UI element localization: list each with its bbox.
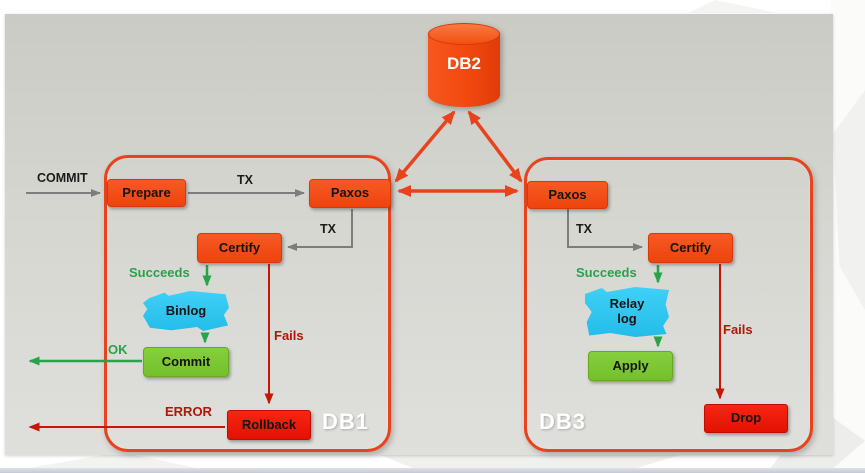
db1-group-box — [104, 155, 391, 452]
node-apply: Apply — [588, 351, 673, 381]
fails-label-db3: Fails — [723, 322, 753, 337]
commit-in-label: COMMIT — [37, 171, 88, 185]
db2-cylinder-top — [428, 23, 500, 45]
bottom-strip — [0, 468, 865, 473]
relay-log-label: Relay log — [585, 287, 669, 337]
node-paxos-db1: Paxos — [309, 179, 391, 208]
db3-group-box — [524, 157, 813, 452]
tx-label-certify-db3: TX — [576, 222, 592, 236]
ok-label: OK — [108, 342, 128, 357]
tx-label-certify-db1: TX — [320, 222, 336, 236]
node-certify-db3: Certify — [648, 233, 733, 263]
node-paxos-db3: Paxos — [527, 181, 608, 209]
background-facet — [688, 0, 778, 13]
background-facet — [833, 90, 865, 310]
background-facet — [831, 0, 865, 473]
binlog-label: Binlog — [143, 291, 229, 331]
db2-cylinder-body — [428, 34, 500, 107]
tx-label-prepare-paxos: TX — [237, 173, 253, 187]
fails-label-db1: Fails — [274, 328, 304, 343]
node-commit: Commit — [143, 347, 229, 377]
succeeds-label-db1: Succeeds — [129, 265, 190, 280]
node-relay-log: Relay log — [585, 287, 669, 337]
succeeds-label-db3: Succeeds — [576, 265, 637, 280]
db2-label: DB2 — [446, 54, 481, 73]
node-prepare: Prepare — [107, 179, 186, 207]
db3-group-label: DB3 — [539, 409, 587, 434]
node-drop: Drop — [704, 404, 788, 433]
node-certify-db1: Certify — [197, 233, 282, 263]
error-label: ERROR — [165, 404, 212, 419]
db2-database-icon: DB2 — [428, 23, 500, 107]
node-rollback: Rollback — [227, 410, 311, 440]
db1-group-label: DB1 — [322, 409, 370, 434]
node-binlog: Binlog — [143, 291, 229, 331]
